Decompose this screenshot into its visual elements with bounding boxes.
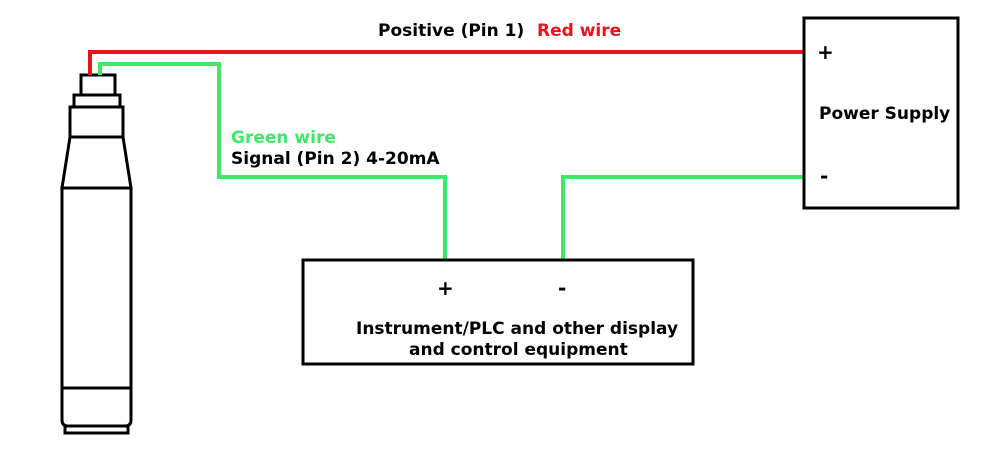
power-supply-plus: + [817, 40, 834, 64]
instrument-label-line2: and control equipment [409, 340, 628, 360]
instrument-box [301, 258, 695, 366]
probe-neck [68, 105, 125, 139]
power-supply-minus: - [820, 164, 828, 188]
probe-taper [60, 135, 133, 190]
instrument-plus: + [437, 276, 454, 300]
positive-pin-label: Positive (Pin 1) [378, 21, 524, 41]
instrument-minus: - [558, 276, 566, 300]
probe-body [60, 186, 133, 428]
probe-tip [63, 424, 130, 435]
probe-connector-top [79, 73, 117, 97]
red-wire-label: Red wire [537, 21, 621, 41]
green-wire-return [561, 175, 804, 260]
probe-connector-collar [72, 93, 122, 109]
power-supply-title: Power Supply [819, 104, 950, 124]
power-supply-box [802, 16, 960, 210]
red-wire [88, 50, 804, 75]
instrument-label-line1: Instrument/PLC and other display [356, 319, 678, 339]
signal-pin-label: Signal (Pin 2) 4-20mA [231, 149, 440, 169]
green-wire-signal [98, 62, 447, 260]
pressure-sensor-probe [60, 73, 133, 435]
green-wire-label: Green wire [231, 128, 336, 148]
